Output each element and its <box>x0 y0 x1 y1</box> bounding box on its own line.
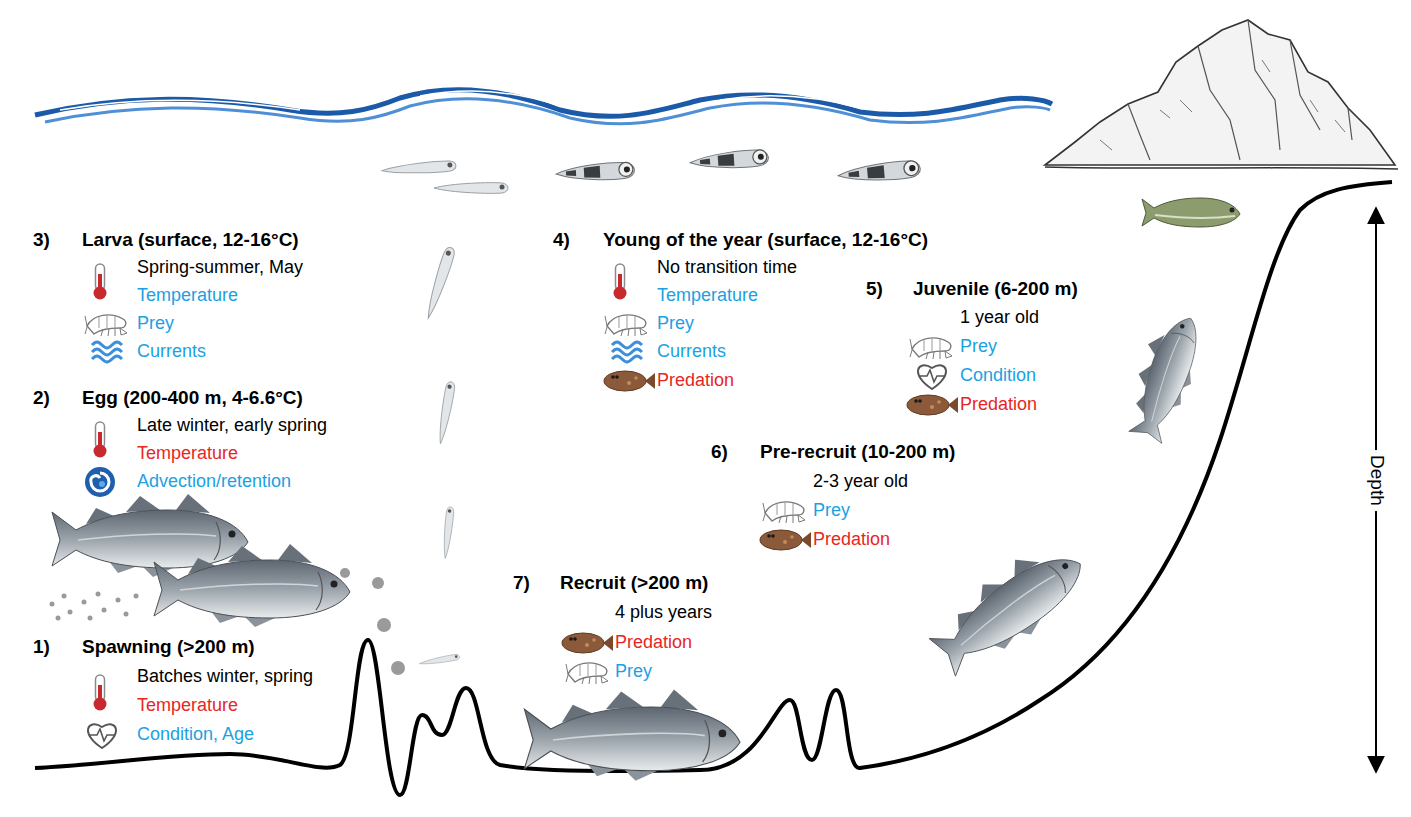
spawning-fish <box>52 494 248 577</box>
prey-icon <box>763 502 805 523</box>
stage-heading: Juvenile (6-200 m) <box>913 278 1078 301</box>
stage-heading: Larva (surface, 12-16°C) <box>82 229 299 252</box>
predator-icon <box>604 371 655 391</box>
stage-heading: Spawning (>200 m) <box>82 636 255 659</box>
stage-heading: Pre-recruit (10-200 m) <box>760 441 955 464</box>
stage-number: 6) <box>711 441 728 464</box>
negative-factor: Predation <box>960 394 1037 416</box>
positive-factor: Currents <box>657 341 726 363</box>
stage-number: 3) <box>33 229 50 252</box>
advection-icon <box>85 467 115 497</box>
pre-recruit-fish <box>920 530 1097 683</box>
negative-factor: Predation <box>657 370 734 392</box>
positive-factor: Prey <box>137 313 174 335</box>
larva-drawing <box>690 149 769 171</box>
positive-factor: Prey <box>960 336 997 358</box>
stage-timing: 1 year old <box>960 307 1039 329</box>
stage-timing: 4 plus years <box>615 602 712 624</box>
stage-timing: Late winter, early spring <box>137 415 327 437</box>
larva-drawing <box>382 160 457 176</box>
positive-factor: Prey <box>813 500 850 522</box>
stage-heading: Young of the year (surface, 12-16°C) <box>603 229 928 252</box>
condition-icon <box>918 365 946 389</box>
temperature-icon <box>94 422 107 458</box>
positive-factor: Temperature <box>657 285 758 307</box>
stage-number: 2) <box>33 387 50 410</box>
prey-icon <box>566 663 608 684</box>
spawning-fish <box>154 544 350 627</box>
sea-floor <box>35 182 1392 795</box>
stage-number: 5) <box>866 278 883 301</box>
mountain-hatching <box>1100 60 1345 150</box>
larva-drawing <box>419 654 460 667</box>
larva-drawing <box>556 162 635 183</box>
axis-label: Depth <box>1363 450 1390 511</box>
larva-drawing <box>436 381 456 445</box>
young-fish <box>1142 198 1240 227</box>
stage-timing: No transition time <box>657 257 797 279</box>
negative-factor: Temperature <box>137 695 238 717</box>
stage-timing: Spring-summer, May <box>137 257 303 279</box>
larva-drawing <box>423 246 456 320</box>
wave-highlight <box>60 91 860 110</box>
stage-timing: Batches winter, spring <box>137 666 313 688</box>
negative-factor: Predation <box>813 529 890 551</box>
recruit-fish <box>524 689 740 780</box>
stage-heading: Egg (200-400 m, 4-6.6°C) <box>82 387 303 410</box>
positive-factor: Currents <box>137 341 206 363</box>
positive-factor: Prey <box>657 313 694 335</box>
positive-factor: Prey <box>615 661 652 683</box>
stage-timing: 2-3 year old <box>813 471 908 493</box>
currents-icon <box>612 342 642 362</box>
mountain-ridge <box>1128 20 1352 160</box>
negative-factor: Predation <box>615 632 692 654</box>
stage-number: 1) <box>33 636 50 659</box>
predator-icon <box>760 530 811 550</box>
positive-factor: Condition, Age <box>137 724 254 746</box>
stage-number: 4) <box>553 229 570 252</box>
temperature-icon <box>614 264 627 300</box>
juvenile-fish <box>1118 308 1212 446</box>
condition-icon <box>88 724 116 748</box>
prey-icon <box>910 338 952 359</box>
predator-icon <box>907 395 958 415</box>
prey-icon <box>85 315 127 336</box>
negative-factor: Temperature <box>137 443 238 465</box>
positive-factor: Condition <box>960 365 1036 387</box>
temperature-icon <box>94 675 107 711</box>
stage-heading: Recruit (>200 m) <box>560 572 708 595</box>
currents-icon <box>92 342 122 362</box>
wave-line <box>35 90 1052 117</box>
shoreline <box>1045 167 1398 169</box>
temperature-icon <box>94 264 107 300</box>
larva-drawing <box>441 507 454 559</box>
mountain-outline <box>1045 20 1395 165</box>
coastal-mountains <box>1045 20 1398 169</box>
larva-drawing <box>434 183 508 194</box>
stage-number: 7) <box>513 572 530 595</box>
positive-factor: Temperature <box>137 285 238 307</box>
larva-drawing <box>837 160 921 185</box>
prey-icon <box>605 315 647 336</box>
predator-icon <box>562 633 613 653</box>
positive-factor: Advection/retention <box>137 471 291 493</box>
sea-surface <box>35 90 1052 124</box>
